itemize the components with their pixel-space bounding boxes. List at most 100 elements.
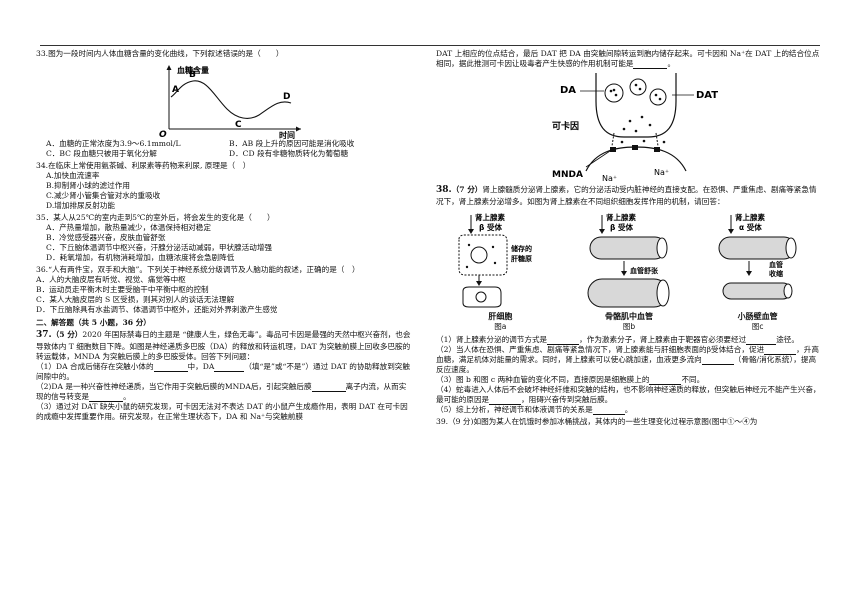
synapse-figure: DA DAT 可卡因 MNDA Na⁺ Na⁺ bbox=[552, 73, 718, 183]
q38-blank1[interactable] bbox=[547, 336, 580, 346]
q38-sub5: （5）综上分析，神经调节和体液调节的关系是 。 bbox=[436, 405, 822, 416]
q37-s2-part2: 离子内流，从而实现的信号转变是 bbox=[36, 382, 407, 402]
q37-blank2[interactable] bbox=[214, 363, 245, 373]
q37-cont-end: 。 bbox=[667, 59, 676, 69]
q37-score: （5 分） bbox=[51, 330, 83, 340]
q37-cont-text: DAT 上相应的位点结合，最后 DAT 把 DA 由突触间隙转运到胞内储存起来。… bbox=[436, 49, 820, 69]
q33-option-b: B．AB 段上升的原因可能是消化吸收 bbox=[229, 139, 355, 149]
section-heading: 二、解答题（共 5 小题，36 分） bbox=[36, 318, 151, 328]
q38-s4-part1: （4）蛇毒进入人体后不会破坏神经纤维和突触的结构，也不影响神经递质的释放，但突触… bbox=[436, 385, 821, 405]
q38-blank3[interactable] bbox=[764, 346, 797, 356]
q33-option-a: A．血糖的正常浓度为3.9～6.1mmol/L bbox=[46, 139, 181, 149]
q35-option-a: A．产热量增加，散热量减少，体温保持相对稳定 bbox=[46, 223, 211, 233]
fig-b-receptor: β 受体 bbox=[610, 222, 633, 232]
q33-options-row2: C．BC 段血糖只被用于氧化分解 D．CD 段有非糖物质转化为葡萄糖 bbox=[36, 149, 412, 159]
fig-label-cocaine: 可卡因 bbox=[552, 120, 579, 132]
graph-xlabel: 时间 bbox=[279, 130, 295, 139]
q37-sub2: （2)DA 是一种兴奋性神经递质，当它作用于突触后膜的MNDA后，引起突触后膜离… bbox=[36, 382, 412, 403]
graph-ylabel: 血糖含量 bbox=[177, 65, 209, 75]
q37-blank4[interactable] bbox=[89, 393, 124, 403]
q38-score: （7 分） bbox=[451, 185, 483, 195]
fig-a-note-2: 肝糖原 bbox=[511, 254, 532, 263]
q36-stem: 36.“人有两件宝，双手和大脑”。下列关于神经系统分级调节及人脑功能的叙述，正确… bbox=[36, 265, 360, 275]
q38-figure-a: 肾上腺素 β 受体 储存的 肝糖原 肝细胞 图a bbox=[455, 211, 545, 332]
q37-number: 37. bbox=[36, 330, 52, 341]
q37-s1-part2: 中，DA bbox=[187, 362, 215, 372]
q33-stem: 33.图为一段时间内人体血糖含量的变化曲线，下列叙述错误的是（ ） bbox=[36, 49, 284, 58]
q37-sub3: （3）通过对 DAT 缺失小鼠的研究发现，可卡因无法对不表达 DAT 的小鼠产生… bbox=[36, 402, 408, 422]
q33-option-d: D．CD 段有非糖物质转化为葡萄糖 bbox=[229, 149, 349, 159]
q38-figure-c: 肾上腺素 α 受体 血管 收缩 小肠壁血管 图c bbox=[713, 211, 803, 332]
q38-s1-part2: ，作为激素分子，肾上腺素由于靶器官必须要经过 bbox=[579, 335, 747, 345]
q38-s2-part1: （2）当人体在恐惧、严重焦虑、剧痛等紧急情况下，肾上腺素能与肝细胞表面的β受体结… bbox=[436, 345, 765, 355]
q38-s2-part3: （骨骼/消化系统），提高反应速度。 bbox=[436, 355, 817, 375]
q34-option-d: D.增加排尿反射功能 bbox=[46, 201, 115, 211]
q34-option-c: C.减少肾小管集合管对水的重吸收 bbox=[46, 191, 161, 201]
q38-sub2: （2）当人体在恐惧、严重焦虑、剧痛等紧急情况下，肾上腺素能与肝细胞表面的β受体结… bbox=[436, 345, 822, 375]
q37-intro: 37.（5 分）2020 年国际禁毒日的主题是 “健康人生，绿色无毒”。毒品可卡… bbox=[36, 330, 412, 362]
liver-cell-drawing: 肾上腺素 β 受体 储存的 肝糖原 bbox=[458, 212, 532, 308]
fig-label-dat: DAT bbox=[696, 90, 718, 101]
q38-blank7[interactable] bbox=[592, 406, 625, 416]
q37-s1-part3: （填“是”或“不是”）通过 DAT 的协助释放到突触间隙中的。 bbox=[36, 362, 410, 382]
graph-point-b: B bbox=[189, 70, 196, 80]
q33-option-c: C．BC 段血糖只被用于氧化分解 bbox=[46, 149, 157, 159]
q38-s3-part1: （3）图 b 和图 c 两种血管的变化不同，直接原因是细胞膜上的 bbox=[436, 375, 650, 385]
q37-blank3[interactable] bbox=[311, 383, 346, 393]
q37-intro-text: 2020 年国际禁毒日的主题是 “健康人生，绿色无毒”。毒品可卡因是最强的天然中… bbox=[36, 330, 411, 362]
q38-sub1: （1）肾上腺素分泌的调节方式是，作为激素分子，肾上腺素由于靶器官必须要经过途径。 bbox=[436, 335, 822, 346]
fig-b-label: 骨骼肌中血管 bbox=[604, 311, 653, 321]
q38-blank6[interactable] bbox=[489, 396, 522, 406]
fig-c-label: 小肠壁血管 bbox=[737, 311, 778, 321]
q38-blank5[interactable] bbox=[649, 376, 682, 386]
fig-c-note-1: 血管 bbox=[769, 260, 783, 269]
q38-sub4: （4）蛇毒进入人体后不会破坏神经纤维和突触的结构，也不影响神经递质的释放，但突触… bbox=[436, 385, 822, 406]
q34-option-b: B.抑制肾小球的滤过作用 bbox=[46, 181, 130, 191]
q35-option-c: C．下丘脑体温调节中枢兴奋，汗腺分泌活动减弱，甲状腺活动增强 bbox=[46, 243, 273, 253]
right-column: DAT 上相应的位点结合，最后 DAT 把 DA 由突触间隙转运到胞内储存起来。… bbox=[436, 49, 822, 427]
fig-c-hormone: 肾上腺素 bbox=[735, 212, 765, 222]
fig-a-hormone: 肾上腺素 bbox=[475, 212, 505, 222]
q38-s4-part2: ，阻碍兴奋传到突触后膜。 bbox=[521, 395, 613, 405]
q37-blank5[interactable] bbox=[633, 60, 668, 70]
fig-label-mnda: MNDA bbox=[552, 170, 583, 180]
q37-s1-part1: （1）DA 合成后储存在突触小体的 bbox=[36, 362, 154, 372]
q38-figures: 肾上腺素 β 受体 储存的 肝糖原 肝细胞 图a 肾上腺素 β 受体 bbox=[436, 211, 822, 332]
q38-intro: 38.（7 分）肾上腺髓质分泌肾上腺素，它的分泌活动受内脏神经的直接支配。在恐惧… bbox=[436, 185, 822, 207]
fig-label-na-1: Na⁺ bbox=[602, 174, 617, 183]
graph-point-d: D bbox=[283, 92, 290, 102]
q38-figure-b: 肾上腺素 β 受体 血管舒张 骨骼肌中血管 图b bbox=[584, 211, 674, 332]
graph-point-c: C bbox=[235, 120, 242, 130]
q38-s5-part1: （5）综上分析，神经调节和体液调节的关系是 bbox=[436, 405, 593, 415]
q38-s5-part2: 。 bbox=[624, 405, 633, 415]
q34-stem: 34.在临床上常使用氨茶碱、利尿素等药物来利尿, 原理是（ ） bbox=[36, 161, 251, 171]
q36-option-b: B．运动员走平衡木时主要受脑干中平衡中枢的控制 bbox=[36, 285, 209, 295]
q37-s2-part1: （2)DA 是一种兴奋性神经递质，当它作用于突触后膜的MNDA后，引起突触后膜 bbox=[36, 382, 312, 392]
skeletal-vessel-drawing: 肾上腺素 β 受体 血管舒张 bbox=[587, 212, 670, 308]
fig-b-sub: 图b bbox=[622, 322, 636, 332]
q38-sub3: （3）图 b 和图 c 两种血管的变化不同，直接原因是细胞膜上的 不同。 bbox=[436, 375, 822, 386]
q37-sub1: （1）DA 合成后储存在突触小体的 中，DA（填“是”或“不是”）通过 DAT 的… bbox=[36, 362, 412, 382]
blood-sugar-graph: 血糖含量 时间 O A B C D bbox=[159, 65, 301, 139]
q35-stem: 35．某人从25℃的室内走到5℃的室外后，将会发生的变化是（ ） bbox=[36, 213, 275, 223]
q38-s3-part2: 不同。 bbox=[681, 375, 705, 385]
q38-blank2[interactable] bbox=[746, 336, 777, 346]
q36-option-d: D．下丘脑除具有水盐调节、体温调节中枢外，还能对外界刺激产生感觉 bbox=[36, 305, 278, 315]
graph-origin: O bbox=[159, 130, 167, 139]
q37-continued: DAT 上相应的位点结合，最后 DAT 把 DA 由突触间隙转运到胞内储存起来。… bbox=[436, 49, 822, 70]
fig-c-receptor: α 受体 bbox=[739, 222, 762, 232]
q37-s2-part3: 。 bbox=[123, 392, 131, 402]
graph-point-a: A bbox=[172, 85, 179, 95]
fig-c-sub: 图c bbox=[751, 322, 764, 332]
q36-option-a: A．人的大脑皮层有听觉、视觉、痛觉等中枢 bbox=[36, 275, 186, 285]
header-rule bbox=[40, 45, 820, 46]
q38-number: 38. bbox=[436, 185, 452, 196]
fig-c-note-2: 收缩 bbox=[769, 269, 783, 278]
fig-label-da: DA bbox=[560, 85, 576, 96]
q37-blank1[interactable] bbox=[153, 363, 188, 373]
intestinal-vessel-drawing: 肾上腺素 α 受体 血管 收缩 bbox=[718, 212, 797, 300]
q34-option-a: A.加快血流速率 bbox=[46, 171, 100, 181]
fig-a-label: 肝细胞 bbox=[488, 311, 513, 321]
q38-blank4[interactable] bbox=[701, 356, 734, 366]
left-column: 33.图为一段时间内人体血糖含量的变化曲线，下列叙述错误的是（ ） 血糖含量 时… bbox=[36, 49, 412, 422]
